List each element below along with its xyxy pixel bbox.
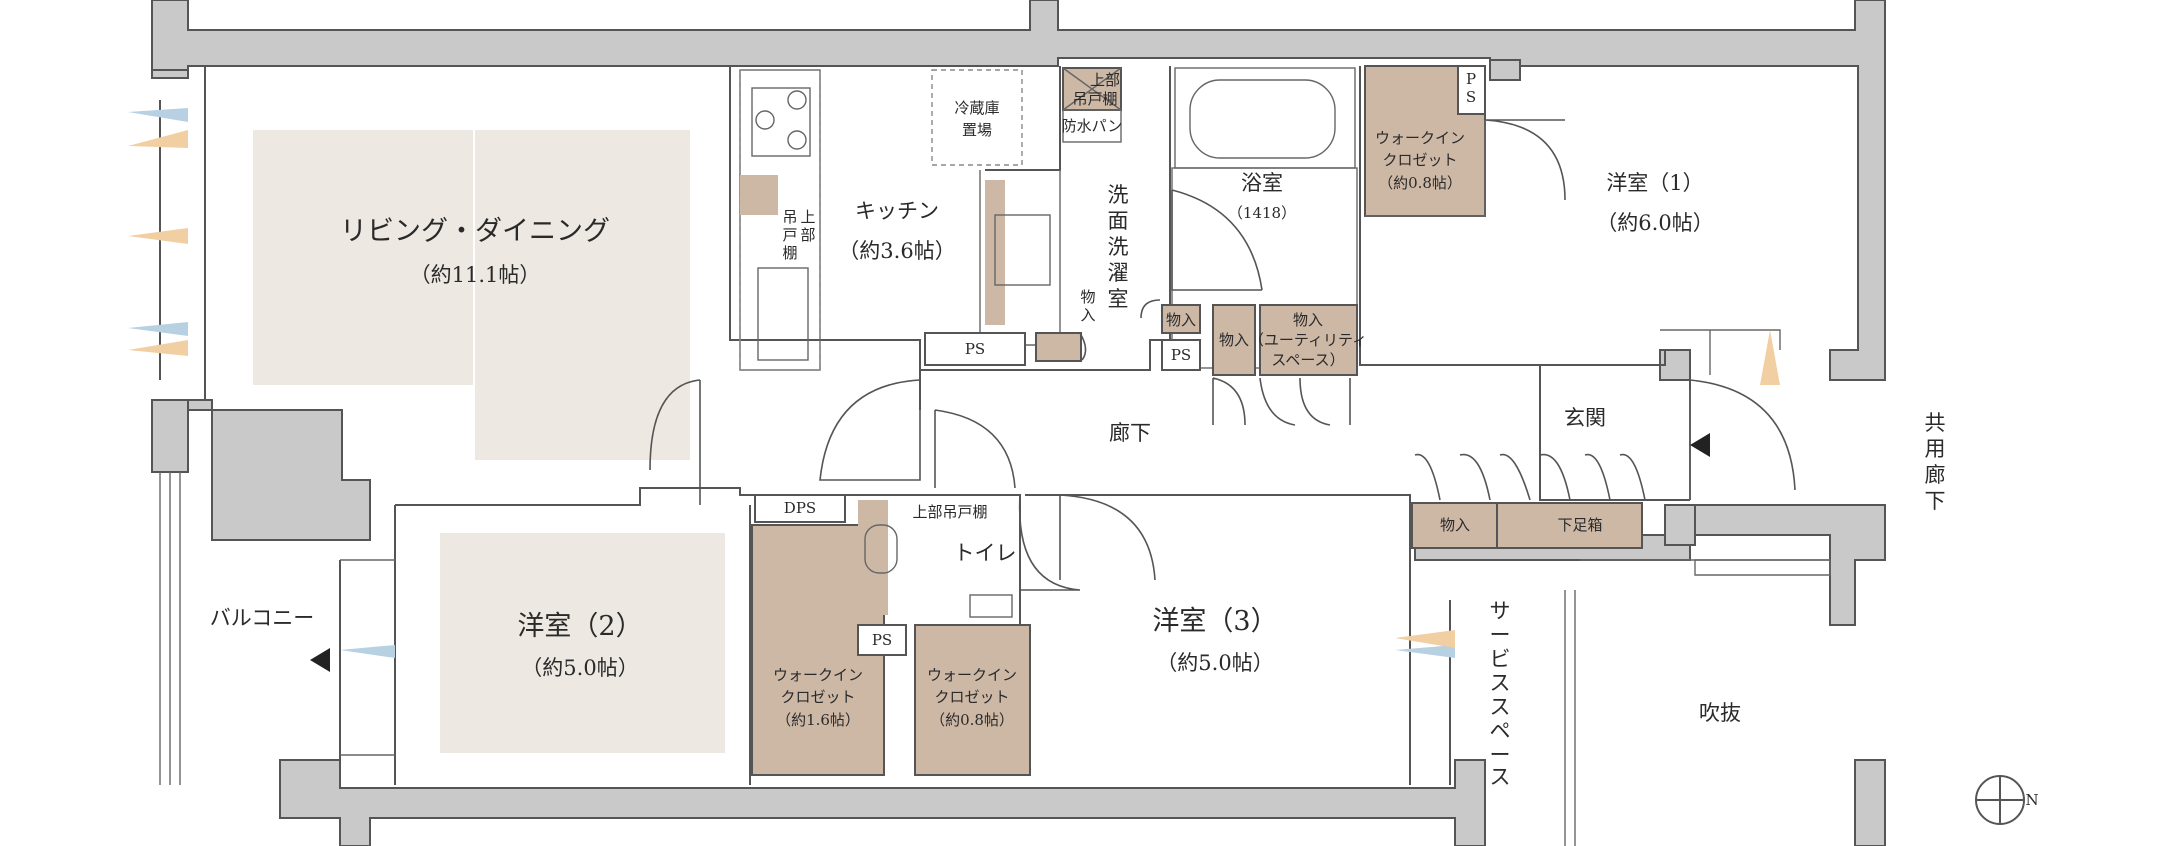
ps-toilet: PS	[872, 631, 892, 649]
bedroom3-size: （約5.0帖）	[1156, 651, 1273, 675]
shared-corridor-char-2: 用	[1925, 437, 1946, 461]
kitchen-cabinet-char-1: 吊	[782, 208, 797, 226]
shared-corridor-char-3: 廊	[1925, 463, 1946, 487]
wic1-size: （約0.8帖）	[1378, 174, 1462, 192]
service-space-char-6: ペ	[1490, 719, 1511, 743]
washroom-char-5: 室	[1108, 287, 1129, 311]
living-dining-size: （約11.1帖）	[410, 263, 541, 287]
upper-cabinet-toilet: 上部吊戸棚	[912, 503, 987, 521]
air-vents	[128, 108, 1780, 658]
dps-label: DPS	[784, 499, 816, 517]
service-space-char-8: ス	[1490, 765, 1511, 789]
washroom-char-2: 面	[1108, 209, 1129, 233]
utility-storage	[924, 304, 1358, 426]
bedroom3-name: 洋室（3）	[1152, 606, 1277, 637]
storage-utility-1: 物入	[1293, 311, 1323, 329]
kitchen-cabinet-side-2: 部	[800, 226, 815, 244]
shoe-box-label: 下足箱	[1557, 516, 1602, 534]
ps-kitchen: PS	[965, 340, 985, 358]
storage-small-label: 物入	[1166, 311, 1196, 329]
wic2-line2: クロゼット	[780, 688, 855, 706]
toilet-name: トイレ	[954, 541, 1017, 565]
upper-cabinet-top-1: 上部	[1090, 71, 1120, 89]
wic2-size: （約1.6帖）	[776, 711, 860, 729]
bedroom1-name: 洋室（1）	[1606, 171, 1703, 195]
storage-corridor-label: 物入	[1219, 331, 1249, 349]
bedroom2-size: （約5.0帖）	[521, 656, 638, 680]
bath-name: 浴室	[1241, 171, 1283, 195]
entrance-name: 玄関	[1564, 406, 1606, 430]
fridge-label-1: 冷蔵庫	[954, 99, 999, 117]
ps-wash: PS	[1171, 346, 1191, 364]
ps-vertical-2: S	[1466, 88, 1476, 106]
storage-entrance-label: 物入	[1440, 516, 1470, 534]
compass-north-label: N	[2025, 791, 2038, 809]
balcony-name: バルコニー	[210, 606, 315, 630]
bath-size: （1418）	[1228, 204, 1296, 222]
shared-corridor-char-4: 下	[1925, 489, 1946, 513]
room-labels: リビング・ダイニング （約11.1帖） キッチン （約3.6帖） 冷蔵庫 置場 …	[210, 99, 1946, 789]
kitchen-size: （約3.6帖）	[838, 239, 955, 263]
bedroom2-name: 洋室（2）	[517, 611, 642, 642]
washroom-char-1: 洗	[1108, 183, 1129, 207]
floor-tints	[253, 130, 725, 753]
washroom-char-3: 洗	[1108, 235, 1129, 259]
service-space-char-2: ー	[1490, 623, 1511, 647]
service-space-char-3: ビ	[1490, 647, 1511, 671]
entrance-fixtures	[1411, 379, 1796, 549]
kitchen-cabinet-char-2: 戸	[782, 226, 797, 244]
service-space-char-4: ス	[1490, 671, 1511, 695]
storage-utility-2: （ユーティリティ	[1249, 331, 1367, 349]
wic1-line1: ウォークイン	[1375, 129, 1465, 147]
service-space-char-5: ス	[1490, 695, 1511, 719]
storage-wash-char-2: 入	[1080, 306, 1095, 324]
kitchen-cabinet-char-3: 棚	[782, 244, 797, 262]
bath-fixtures	[1035, 67, 1358, 369]
void-name: 吹抜	[1699, 701, 1741, 725]
service-space-char-7: ー	[1490, 743, 1511, 767]
kitchen-fixtures	[739, 69, 1061, 371]
living-dining-name: リビング・ダイニング	[340, 216, 610, 247]
fridge-label-2: 置場	[962, 121, 992, 139]
upper-cabinet-top-2: 吊戸棚	[1072, 90, 1117, 108]
balcony-rail	[159, 472, 1831, 846]
service-space-char-1: サ	[1490, 599, 1511, 623]
washroom-char-4: 濯	[1108, 261, 1129, 285]
bottom-fixtures	[310, 379, 1081, 776]
corridor-name: 廊下	[1109, 421, 1151, 445]
wic3-line2: クロゼット	[934, 688, 1009, 706]
shared-corridor-char-1: 共	[1925, 411, 1946, 435]
kitchen-cabinet-side-1: 上	[800, 208, 815, 226]
bedroom1-size: （約6.0帖）	[1596, 211, 1713, 235]
wic3-line1: ウォークイン	[927, 666, 1017, 684]
storage-utility-3: スペース）	[1271, 351, 1344, 369]
compass-icon	[1975, 775, 2025, 825]
bedroom1-fixtures	[1364, 65, 1781, 375]
annotation-labels: 上部 吊戸棚 防水パン 上 部 吊 戸 棚 上部吊戸棚 物入 物 入 物入 物入…	[782, 70, 2038, 809]
wic3-size: （約0.8帖）	[930, 711, 1014, 729]
ps-vertical-1: P	[1466, 70, 1476, 88]
kitchen-name: キッチン	[855, 199, 939, 223]
wic1-line2: クロゼット	[1382, 151, 1457, 169]
waterproof-pan-label: 防水パン	[1062, 117, 1123, 135]
corridor-doors	[819, 379, 1156, 581]
wic2-line1: ウォークイン	[773, 666, 863, 684]
storage-wash-char-1: 物	[1080, 288, 1095, 306]
